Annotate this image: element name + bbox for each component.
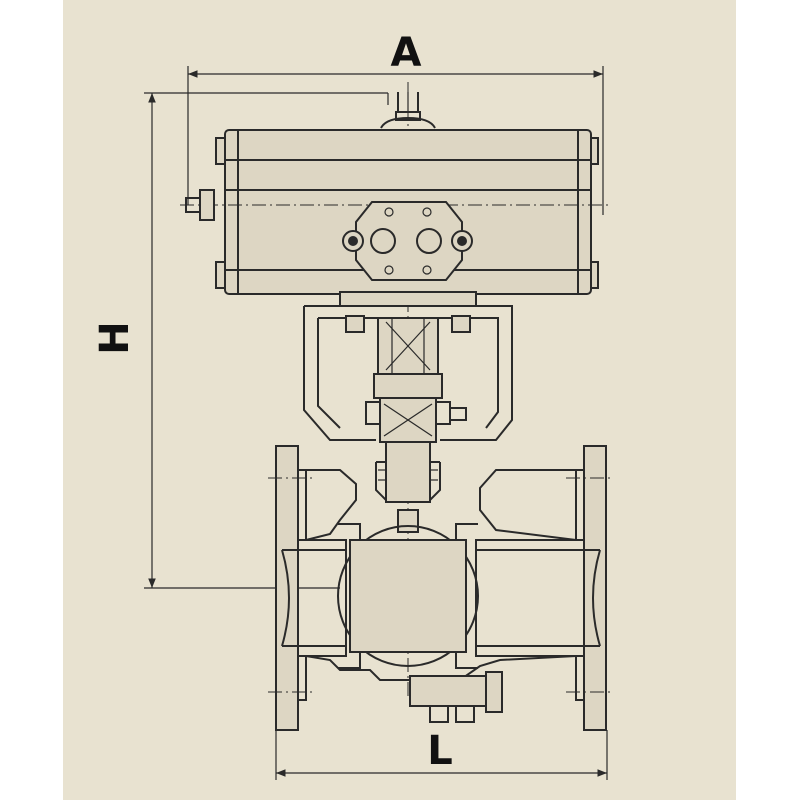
dimension-l: L [275,728,608,780]
dimension-h-label: H [92,321,138,354]
valve-body [268,445,614,731]
dimension-h: H [92,92,389,589]
dimension-l-label: L [427,728,453,774]
dimension-a-label: A [391,30,422,76]
valve-stem [375,441,441,533]
actuator [180,92,612,295]
mounting-bracket [303,291,513,443]
dimension-a: A [187,30,604,215]
